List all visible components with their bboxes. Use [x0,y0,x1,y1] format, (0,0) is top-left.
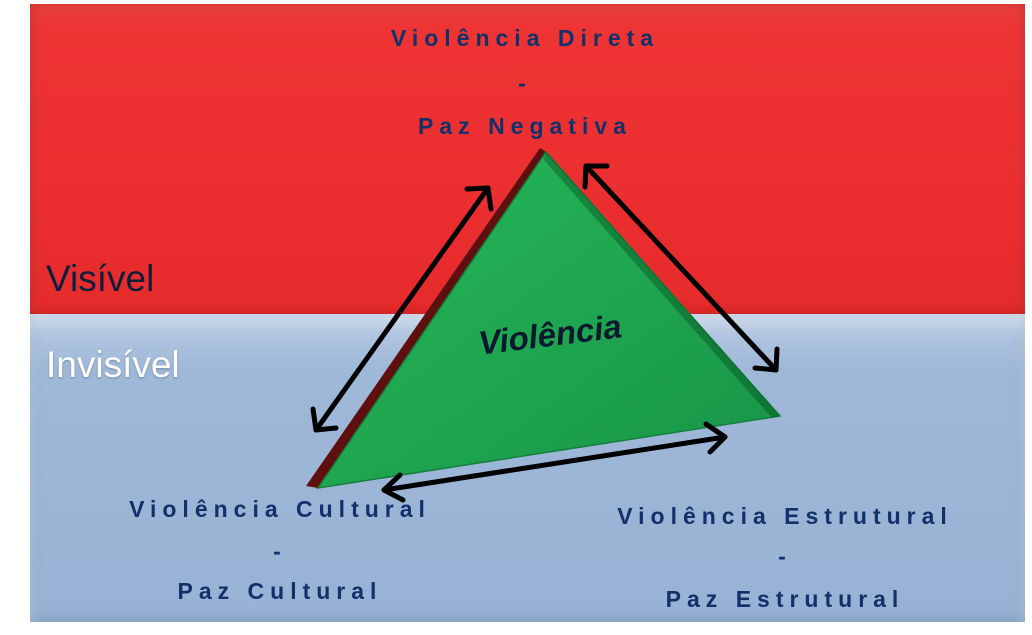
vertex-right-line1: Violência Estrutural [617,503,953,529]
vertex-left-line1: Violência Cultural [129,496,431,522]
invisible-band-label: Invisível [46,344,180,385]
vertex-top-line1: Violência Direta [390,25,660,51]
double-arrow-bottom [381,421,728,503]
vertex-left-separator: - [273,538,287,564]
triangle-shape [306,148,782,490]
vertex-label-bottom-right: Violência Estrutural - Paz Estrutural [590,505,980,611]
double-arrow-right [582,163,780,373]
vertex-right-separator: - [778,543,792,569]
vertex-right-line2: Paz Estrutural [665,586,905,612]
visible-band-label: Visível [46,258,155,299]
triangle-right-edge [544,152,780,418]
vertex-top-separator: - [518,70,532,96]
vertex-label-top: Violência Direta - Paz Negativa [355,27,695,138]
triangle-left-edge [306,148,548,488]
triangle-face [316,150,782,490]
vertex-label-bottom-left: Violência Cultural - Paz Cultural [95,498,465,603]
vertex-top-line2: Paz Negativa [418,113,632,139]
vertex-left-line2: Paz Cultural [177,578,383,604]
double-arrow-left [310,185,494,433]
